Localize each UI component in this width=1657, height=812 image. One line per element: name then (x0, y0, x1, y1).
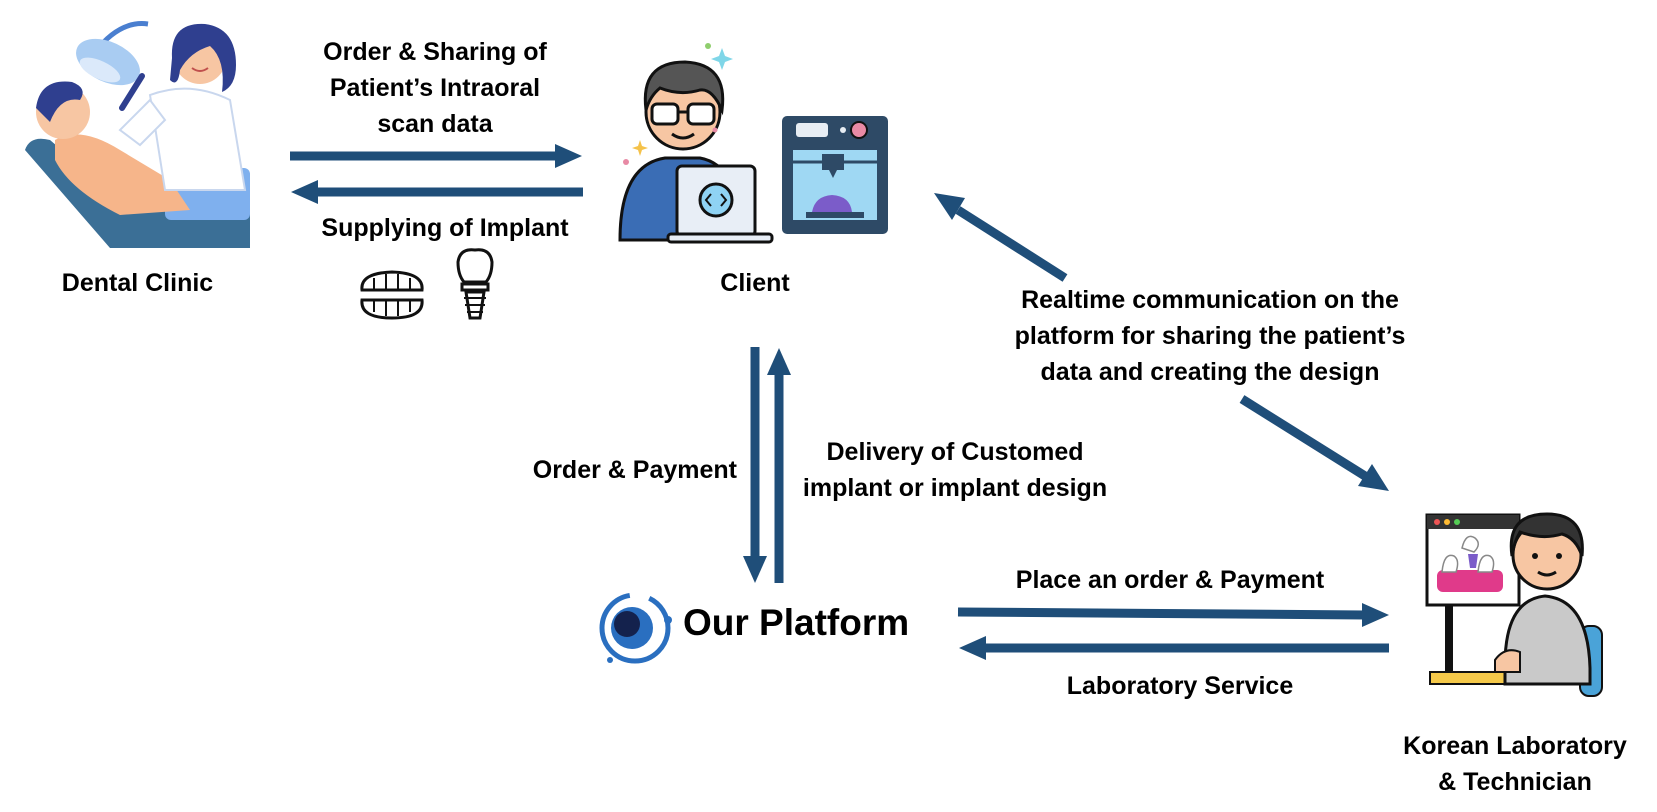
node-label-dental-clinic: Dental Clinic (61, 269, 214, 297)
arrow-lab-to-client (934, 193, 1068, 282)
flow-label-place-order: Place an order & Payment (1015, 566, 1325, 594)
dental-implant-icon (456, 248, 494, 320)
arrow-lab-to-platform (959, 636, 1389, 660)
3d-printer-icon (782, 116, 888, 234)
arrow-platform-to-client (767, 348, 791, 583)
developer-icon (618, 43, 774, 244)
dentures-icon (360, 270, 424, 320)
technician-icon (1425, 512, 1603, 697)
flow-label-delivery: Delivery of Customed implant or implant … (802, 438, 1108, 502)
arrow-clinic-to-client (290, 144, 582, 168)
flow-label-supplying-implant: Supplying of Implant (321, 214, 569, 242)
flow-label-order-sharing: Order & Sharing of Patient’s Intraoral s… (323, 38, 547, 138)
flow-label-order-payment: Order & Payment (532, 456, 737, 484)
dental-clinic-illustration (25, 21, 250, 248)
platform-logo-icon (599, 592, 672, 664)
arrow-platform-to-lab (957, 603, 1389, 627)
node-label-client: Client (720, 269, 790, 297)
node-label-platform: Our Platform (683, 602, 910, 643)
node-label-laboratory: Korean Laboratory & Technician (1403, 732, 1627, 796)
arrow-client-to-platform (743, 347, 767, 583)
arrow-client-to-lab (1239, 395, 1389, 491)
flow-label-lab-service: Laboratory Service (1066, 672, 1294, 700)
flow-label-realtime: Realtime communication on the platform f… (1014, 286, 1406, 386)
arrow-client-to-clinic (291, 180, 583, 204)
